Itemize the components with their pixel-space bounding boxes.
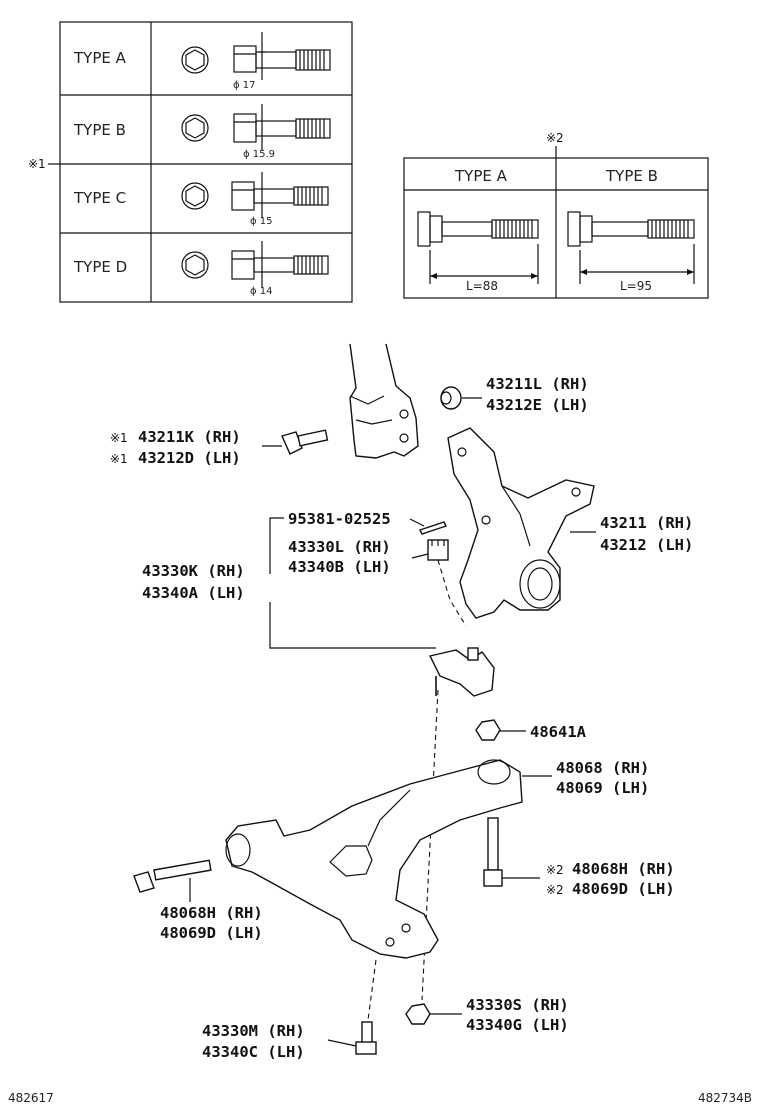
ref-mark-43212d: ※1 [110,452,128,466]
label-43340a: 43340A (LH) [142,584,245,602]
nut-48641a-drawing [475,719,526,741]
table2-type-b-length: L=95 [620,279,652,293]
steering-knuckle-drawing [447,427,596,619]
label-48069: 48069 (LH) [556,779,649,797]
label-43212: 43212 (LH) [600,536,693,554]
bolt-48068h-left-drawing [133,859,212,902]
label-48068: 48068 (RH) [556,759,649,777]
type-d-label: TYPE D [73,258,127,276]
type-c-dim: ϕ 15 [250,216,273,227]
type-a-dim: ϕ 17 [233,80,256,91]
type-d-dim: ϕ 14 [250,286,273,297]
long-bolt-type-b-icon [567,211,695,284]
page-number-right: 482734B [698,1091,752,1105]
castle-nut-drawing [427,539,449,561]
ref-mark-2: ※2 [546,131,564,145]
bolt-type-d-icon [181,241,329,287]
label-48069d-left: 48069D (LH) [160,924,263,942]
page-number-left: 482617 [8,1091,54,1105]
bolt-type-b-icon [181,104,331,150]
label-48641a: 48641A [530,723,587,741]
bolt-48068h-right-drawing [483,817,540,887]
table2-type-a-length: L=88 [466,279,498,293]
label-43211: 43211 (RH) [600,514,693,532]
ref-mark-1: ※1 [28,157,46,171]
type-c-label: TYPE C [73,189,126,207]
cotter-pin-drawing [419,521,447,535]
label-43330l: 43330L (RH) [288,538,391,556]
label-43340c: 43340C (LH) [202,1043,305,1061]
long-bolt-type-a-icon [417,211,539,284]
label-48069d-right: 48069D (LH) [572,880,675,898]
label-43212d: 43212D (LH) [138,449,241,467]
bolt-43211k-drawing [262,429,329,455]
type-b-dim: ϕ 15.9 [243,149,275,160]
label-43330k: 43330K (RH) [142,562,245,580]
label-43211l: 43211L (RH) [486,375,589,393]
label-43340b: 43340B (LH) [288,558,391,576]
strut-bracket-drawing [349,343,419,459]
label-43211k: 43211K (RH) [138,428,241,446]
type-b-label: TYPE B [73,121,126,139]
type-a-label: TYPE A [73,49,127,67]
ref-mark-43211k: ※1 [110,431,128,445]
ref-mark-48068h-right: ※2 [546,863,564,877]
label-43330s: 43330S (RH) [466,996,569,1014]
type-table-1: TYPE A TYPE B TYPE C TYPE D ϕ 17 [59,21,353,303]
table2-type-a-label: TYPE A [454,167,508,185]
bolt-43330m-drawing [327,1021,377,1055]
label-43330m: 43330M (RH) [202,1022,305,1040]
label-48068h-right: 48068H (RH) [572,860,675,878]
nut-43211l-drawing [440,386,482,410]
bolt-type-a-icon [181,32,331,80]
type-table-2: ※2 TYPE A TYPE B L=88 [403,131,709,299]
ball-joint-drawing [428,647,495,697]
lower-control-arm-drawing [225,759,523,959]
bolt-type-c-icon [181,172,329,218]
nut-43330s-drawing [405,1003,462,1025]
ref-mark-48069d-right: ※2 [546,883,564,897]
label-43340g: 43340G (LH) [466,1016,569,1034]
label-48068h-left: 48068H (RH) [160,904,263,922]
label-95381: 95381-02525 [288,510,391,528]
table2-type-b-label: TYPE B [605,167,658,185]
label-43212e: 43212E (LH) [486,396,589,414]
